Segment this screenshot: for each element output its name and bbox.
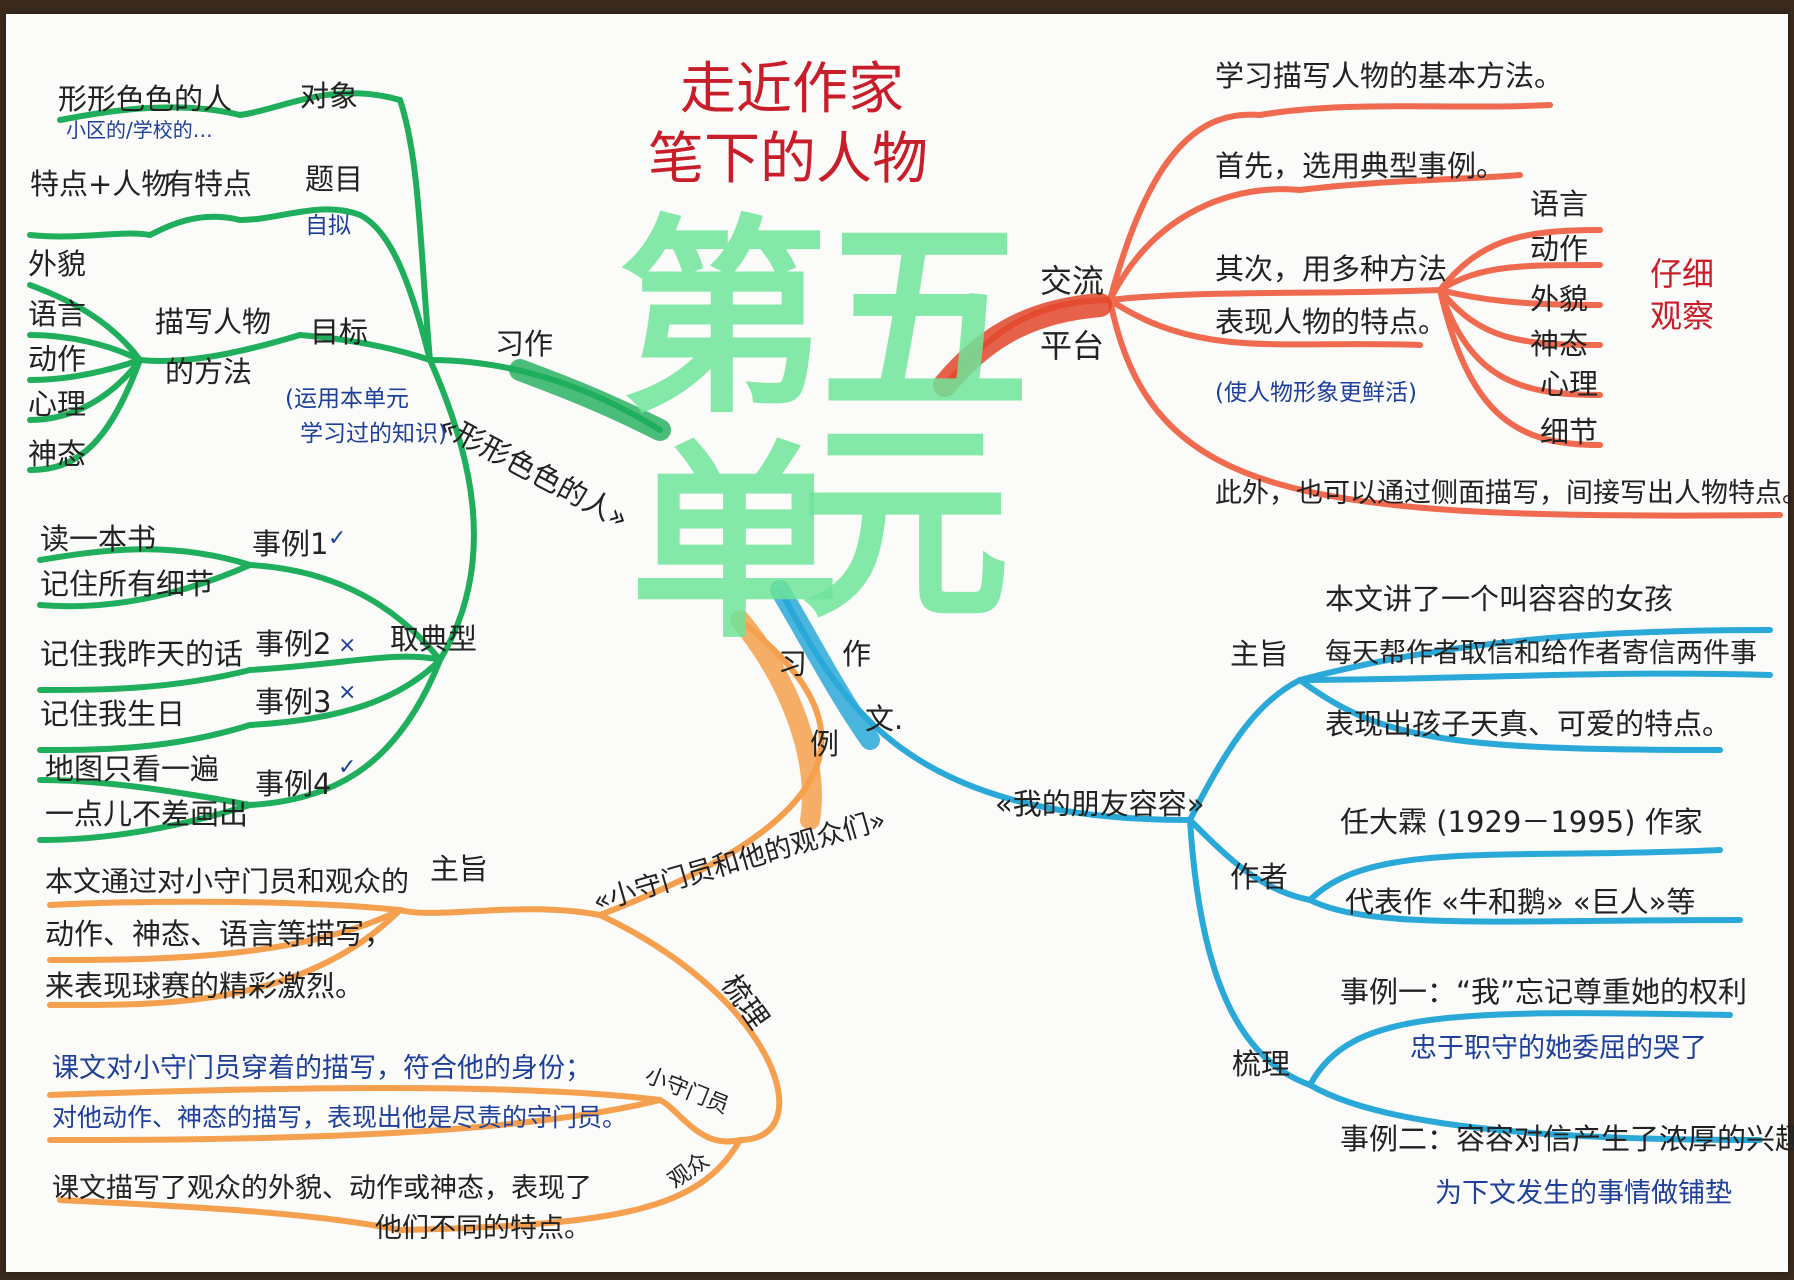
lb-zhuzhi-line1: 本文通过对小守门员和观众的 <box>45 865 410 898</box>
rt-method-xijie: 细节 <box>1540 415 1599 449</box>
liwen-char-li: 例 <box>810 727 840 761</box>
rb-zhuzhi-line3: 表现出孩子天真、可爱的特点。 <box>1325 707 1732 741</box>
example4-line2: 一点儿不差画出 <box>45 797 249 831</box>
fangfa-label: 的方法 <box>165 355 253 389</box>
lb-zhuzhi-line2: 动作、神态、语言等描写， <box>45 917 394 951</box>
lb-keeper-line2: 对他动作、神态的描写，表现出他是尽责的守门员。 <box>52 1103 628 1132</box>
lb-audience-line1: 课文描写了观众的外貌、动作或神态，表现了 <box>52 1173 592 1204</box>
green-branches <box>27 90 663 843</box>
qudianxing-label: 取典型 <box>390 622 478 656</box>
rb-case2: 事例二：容容对信产生了浓厚的兴趣 <box>1340 1122 1794 1156</box>
unit-char-3: 单 <box>630 422 841 667</box>
yunyong-note: (运用本单元 <box>285 386 409 412</box>
miaoxie-label: 描写人物 <box>155 305 272 339</box>
jiaoliu-line3: 其次，用多种方法 <box>1215 252 1448 286</box>
pingtai-label: 平台 <box>1040 327 1105 365</box>
rb-zuozhe-label: 作者 <box>1230 860 1289 894</box>
method-dongzuo: 动作 <box>28 342 87 376</box>
rt-method-shentai: 神态 <box>1530 327 1589 361</box>
mubiao-label: 目标 <box>310 315 369 349</box>
jiaoliu-line5: 此外，也可以通过侧面描写，间接写出人物特点。 <box>1215 478 1794 509</box>
xuexi-note: 学习过的知识) <box>300 421 447 447</box>
jiaoliu-line1: 学习描写人物的基本方法。 <box>1215 59 1564 93</box>
xingxing-label: 形形色色的人 <box>58 82 233 116</box>
rb-zhuzhi-label: 主旨 <box>1230 637 1289 671</box>
example4-line1: 地图只看一遍 <box>45 752 220 786</box>
orange-branches <box>47 617 825 1233</box>
observe-line1: 仔细 <box>1650 255 1715 293</box>
rb-zhuzhi-line1: 本文讲了一个叫容容的女孩 <box>1325 582 1674 616</box>
rt-method-waimao: 外貌 <box>1530 282 1589 316</box>
rb-works-line: 代表作 «牛和鹅» «巨人»等 <box>1345 885 1696 919</box>
method-yuyan: 语言 <box>28 297 87 331</box>
timu-label: 题目 <box>305 162 364 196</box>
jiaoliu-line4: 表现人物的特点。 <box>1215 305 1448 339</box>
rb-case1: 事例一：“我”忘记尊重她的权利 <box>1340 975 1748 1009</box>
jiaoliu-note: (使人物形象更鲜活) <box>1215 380 1417 406</box>
title-line-1: 走近作家 <box>680 57 904 122</box>
example2-label: 事例2 <box>255 627 332 661</box>
duixiang-label: 对象 <box>300 79 359 113</box>
jiaoliu-line2: 首先，选用典型事例。 <box>1215 149 1506 183</box>
rb-case1-note: 忠于职守的她委屈的哭了 <box>1410 1033 1707 1064</box>
zini-label: 自拟 <box>305 213 351 239</box>
example3-line1: 记住我生日 <box>40 697 186 731</box>
example4-mark: ✓ <box>338 755 357 780</box>
rt-method-dongzuo: 动作 <box>1530 232 1589 266</box>
jiaoliu-label: 交流 <box>1040 262 1105 300</box>
lb-keeper-line1: 课文对小守门员穿着的描写，符合他的身份； <box>52 1053 592 1084</box>
example1-label: 事例1 <box>252 527 329 561</box>
rb-case2-note: 为下文发生的事情做铺垫 <box>1435 1178 1732 1209</box>
example2-line1: 记住我昨天的话 <box>40 637 244 671</box>
example4-label: 事例4 <box>255 767 332 801</box>
method-xinli: 心理 <box>28 387 87 421</box>
example1-mark: ✓ <box>328 526 347 551</box>
method-shentai: 神态 <box>28 437 87 471</box>
unit-char-4: 元 <box>800 402 1011 647</box>
rb-shuli-label: 梳理 <box>1232 1047 1291 1081</box>
example3-mark: × <box>338 680 357 705</box>
example1-line2: 记住所有细节 <box>40 567 215 601</box>
observe-line2: 观察 <box>1650 297 1715 335</box>
lb-zhuzhi-label: 主旨 <box>430 852 489 886</box>
example1-line1: 读一本书 <box>40 522 157 556</box>
lb-audience-line2: 他们不同的特点。 <box>375 1213 591 1244</box>
unit-char-1: 第 <box>618 197 829 442</box>
rt-method-xinli: 心理 <box>1540 367 1599 401</box>
xizuo-char-xi: 习 <box>778 647 808 681</box>
rb-zhuzhi-line2: 每天帮作者取信和给作者寄信两件事 <box>1325 638 1757 669</box>
example3-label: 事例3 <box>255 685 332 719</box>
lb-zhuzhi-line3: 来表现球赛的精彩激烈。 <box>45 969 365 1003</box>
method-waimao: 外貌 <box>28 247 87 281</box>
tedian-renwu-label: 特点+人物 <box>30 167 171 201</box>
green-branch-label: 习作 <box>495 327 554 361</box>
rt-method-yuyan: 语言 <box>1530 187 1589 221</box>
rb-author-line: 任大霖 (1929－1995) 作家 <box>1340 805 1703 839</box>
title-line-2: 笔下的人物 <box>648 127 928 192</box>
xizuo-char-zuo: 作 <box>842 637 872 671</box>
liwen-char-wen: 文. <box>865 702 904 736</box>
example2-mark: × <box>338 633 357 658</box>
unit-char-2: 五 <box>820 197 1031 442</box>
xingxing-note: 小区的/学校的… <box>66 118 213 142</box>
youtedian-label: 有特点 <box>165 167 253 201</box>
rongrong-title: «我的朋友容容» <box>995 787 1205 821</box>
